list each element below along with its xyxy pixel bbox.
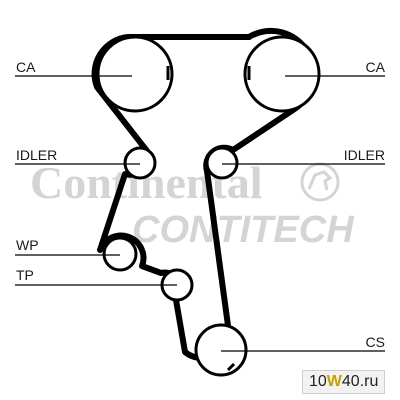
pulley-idler-right [205,146,239,180]
watermark: Continental CONTITECH [30,157,355,251]
label-tp: TP [16,267,34,283]
pulley-wp [102,236,138,272]
label-cs: CS [366,334,385,350]
pulley-ca-right [243,35,321,113]
label-idler-left: IDLER [16,147,57,163]
pulley-ca-left [96,35,174,113]
badge-accent: W [326,373,342,390]
label-ca-left: CA [16,59,36,75]
label-ca-right: CA [366,59,386,75]
label-wp: WP [16,237,39,253]
pulley-idler-left [123,146,157,180]
site-badge: 10W40.ru [302,370,386,394]
pulley-cs [194,323,248,377]
leader-lines [15,75,385,352]
badge-prefix: 10 [309,373,327,390]
watermark-line2: CONTITECH [132,209,355,251]
badge-suffix: 40.ru [341,373,379,390]
label-idler-right: IDLER [344,147,385,163]
horse-logo-icon [300,162,340,202]
